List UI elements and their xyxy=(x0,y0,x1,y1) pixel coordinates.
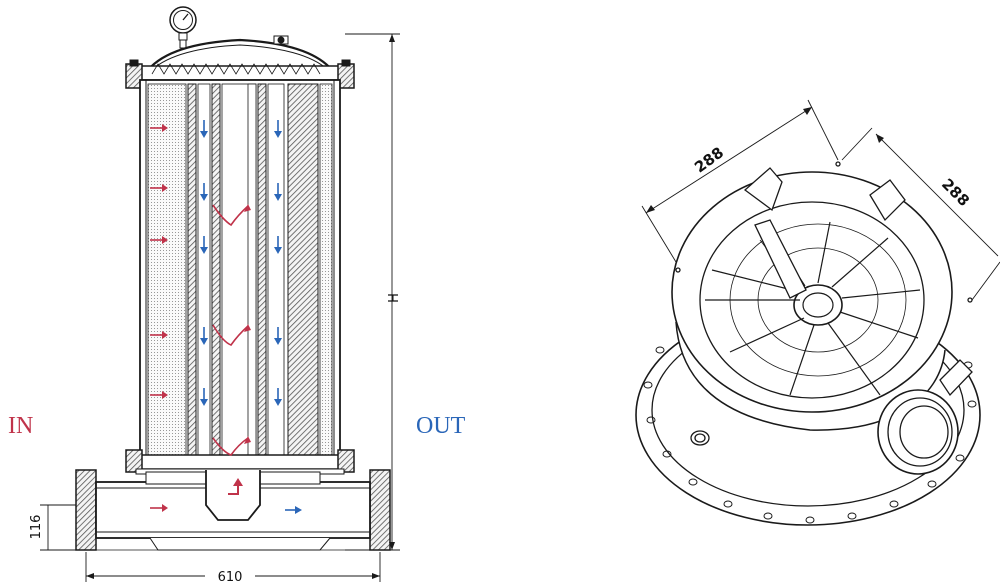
overall-width-label: 610 xyxy=(218,570,243,585)
housing-lid xyxy=(147,38,333,71)
bottom-flange xyxy=(139,454,341,470)
filter-cartridge xyxy=(319,83,333,457)
filter-cartridge xyxy=(257,83,267,457)
dimension-lines xyxy=(40,33,400,582)
inlet-flow-arrows xyxy=(150,124,251,512)
flange-offset-label: 116 xyxy=(29,515,44,540)
plate-dimension-left: 288 xyxy=(691,143,727,176)
filter-cartridge xyxy=(147,83,187,457)
outlet-flow-arrows xyxy=(200,120,302,514)
outlet-nozzle xyxy=(877,389,959,475)
pressure-gauge-icon xyxy=(169,6,197,49)
support-plate-view xyxy=(635,161,981,526)
plate-dimension-lines xyxy=(641,99,1000,301)
bolt-holes xyxy=(643,346,977,524)
outlet-label: OUT xyxy=(416,413,466,439)
height-dimension-label: H xyxy=(387,293,402,303)
filter-cartridge xyxy=(211,83,221,457)
filter-cartridge xyxy=(187,83,197,457)
filter-cartridge xyxy=(287,83,319,457)
base-pipe xyxy=(75,469,391,551)
inlet-label: IN xyxy=(8,413,33,439)
radial-blades xyxy=(705,221,921,396)
section-view xyxy=(75,6,391,551)
plate-dimension-right: 288 xyxy=(938,175,973,210)
